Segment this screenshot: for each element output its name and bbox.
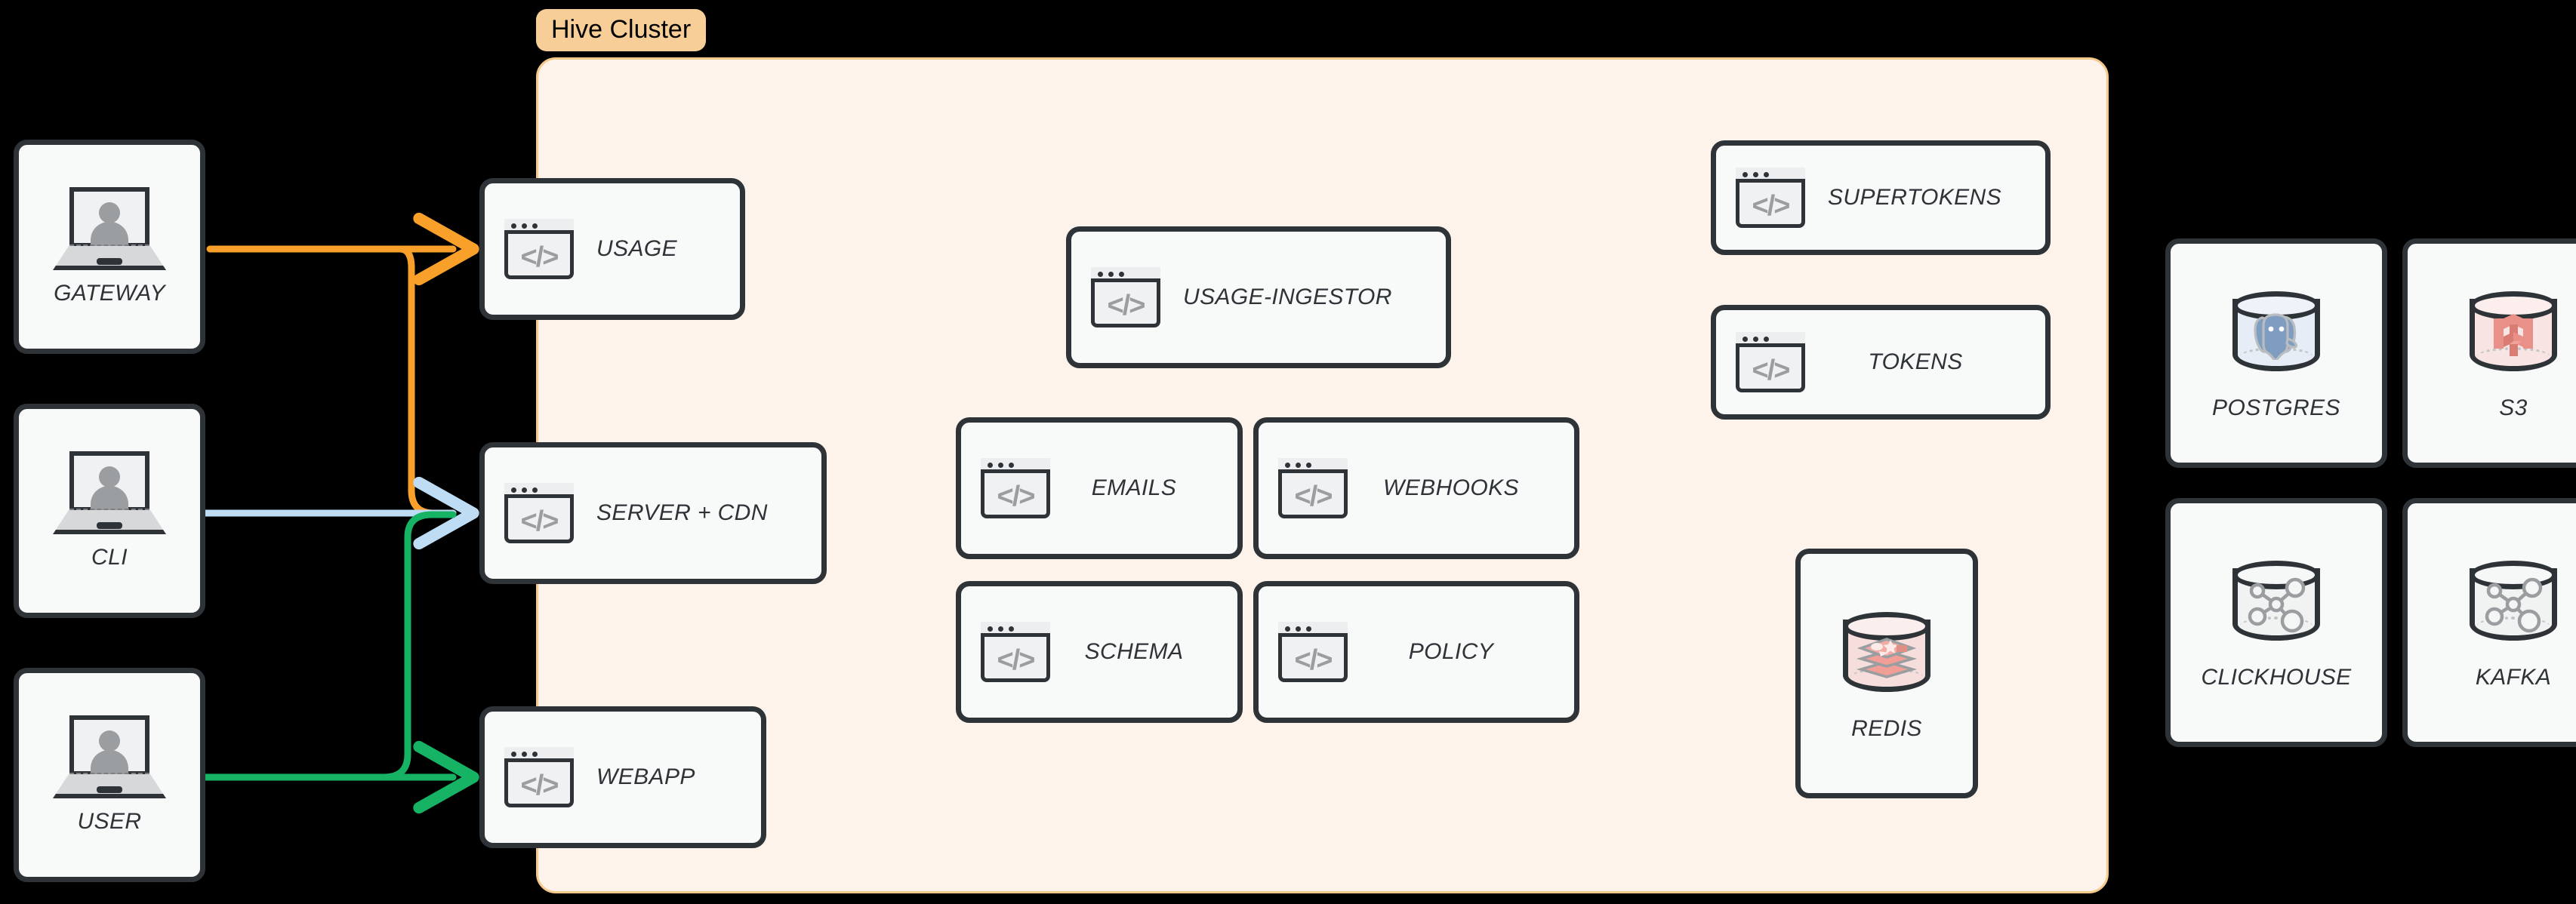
service-box-emails[interactable]: </> EMAILS [956, 417, 1243, 559]
service-box-policy[interactable]: </> POLICY [1253, 581, 1579, 723]
datastore-label-clickhouse: CLICKHOUSE [2201, 665, 2352, 690]
code-window-icon: </> [1736, 332, 1805, 392]
code-window-icon: </> [981, 458, 1050, 518]
service-box-webapp[interactable]: </> WEBAPP [479, 706, 766, 848]
datastore-label-kafka: KAFKA [2475, 665, 2552, 690]
code-glyph: </> [1752, 189, 1791, 222]
datastore-card-kafka[interactable]: KAFKA [2402, 498, 2576, 747]
service-box-supertokens[interactable]: </> SUPERTOKENS [1711, 140, 2051, 255]
service-box-schema[interactable]: </> SCHEMA [956, 581, 1243, 723]
laptop-person-icon [53, 187, 166, 270]
datastore-label-redis: REDIS [1851, 715, 1922, 741]
service-box-webhooks[interactable]: </> WEBHOOKS [1253, 417, 1579, 559]
service-label-usage: USAGE [596, 236, 678, 261]
datastore-label-postgres: POSTGRES [2212, 395, 2340, 420]
code-glyph: </> [1294, 644, 1333, 676]
code-window-icon: </> [504, 219, 574, 279]
code-glyph: </> [997, 644, 1036, 676]
laptop-person-icon [53, 451, 166, 534]
service-box-tokens[interactable]: </> TOKENS [1711, 305, 2051, 420]
code-window-icon: </> [1278, 622, 1348, 682]
datastore-card-s3[interactable]: S3 [2402, 238, 2576, 468]
service-label-schema: SCHEMA [1084, 639, 1184, 664]
code-glyph: </> [520, 769, 559, 801]
datastore-card-postgres[interactable]: POSTGRES [2165, 238, 2387, 468]
code-window-icon: </> [1278, 458, 1348, 518]
datastore-label-s3: S3 [2499, 395, 2528, 420]
postgres-cylinder-icon [2226, 285, 2326, 385]
graph-cylinder-icon [2226, 555, 2326, 654]
code-window-icon: </> [981, 622, 1050, 682]
redis-cylinder-icon [1837, 606, 1937, 706]
s3-cylinder-icon [2464, 285, 2563, 385]
client-card-gateway[interactable]: GATEWAY [14, 140, 205, 354]
code-window-icon: </> [1091, 267, 1160, 327]
client-card-cli[interactable]: CLI [14, 404, 205, 618]
datastore-card-redis[interactable]: REDIS [1795, 549, 1978, 798]
client-label-cli: CLI [91, 545, 128, 570]
service-label-webhooks: WEBHOOKS [1383, 475, 1519, 500]
laptop-person-icon [53, 715, 166, 798]
client-label-gateway: GATEWAY [54, 281, 165, 306]
service-box-server-cdn[interactable]: </> SERVER + CDN [479, 442, 827, 584]
code-glyph: </> [1752, 354, 1791, 386]
code-window-icon: </> [504, 483, 574, 543]
client-label-user: USER [77, 809, 142, 834]
service-label-tokens: TOKENS [1868, 349, 1963, 374]
hive-cluster-label: Hive Cluster [536, 9, 707, 51]
arrow-user-to-server-cdn [380, 511, 457, 781]
graph-cylinder-icon [2464, 555, 2563, 654]
code-glyph: </> [997, 480, 1036, 512]
code-glyph: </> [520, 241, 559, 273]
service-label-policy: POLICY [1408, 639, 1494, 664]
code-glyph: </> [1107, 289, 1146, 321]
code-window-icon: </> [1736, 168, 1805, 228]
service-label-emails: EMAILS [1091, 475, 1177, 500]
service-label-server-cdn: SERVER + CDN [596, 500, 768, 525]
service-label-webapp: WEBAPP [596, 764, 695, 789]
service-box-usage[interactable]: </> USAGE [479, 178, 745, 320]
service-label-usage-ingestor: USAGE-INGESTOR [1183, 284, 1392, 309]
code-window-icon: </> [504, 747, 574, 807]
code-glyph: </> [520, 505, 559, 537]
service-box-usage-ingestor[interactable]: </> USAGE-INGESTOR [1066, 226, 1451, 368]
client-card-user[interactable]: USER [14, 668, 205, 882]
datastore-card-clickhouse[interactable]: CLICKHOUSE [2165, 498, 2387, 747]
code-glyph: </> [1294, 480, 1333, 512]
arrow-gateway-to-server-cdn [396, 245, 457, 517]
service-label-supertokens: SUPERTOKENS [1828, 185, 2002, 210]
